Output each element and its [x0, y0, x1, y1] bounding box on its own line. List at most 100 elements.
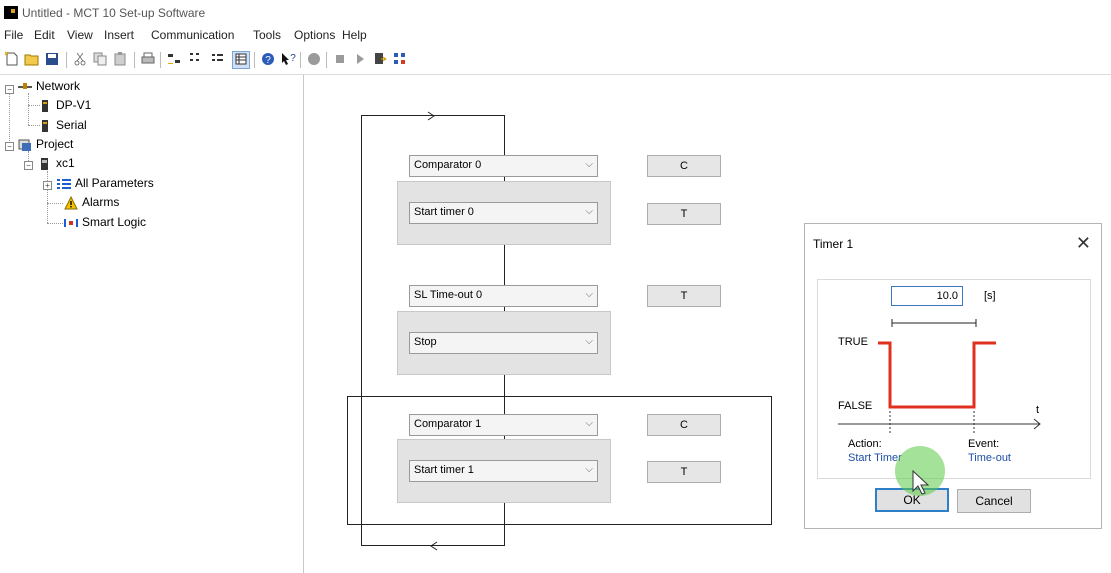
svg-text:?: ?	[290, 53, 296, 64]
action-button-2[interactable]: T	[647, 461, 721, 483]
mouse-cursor-icon	[912, 470, 930, 495]
menu-edit[interactable]: Edit	[34, 28, 55, 42]
event-value: Time-out	[968, 452, 1011, 464]
action-dropdown-0[interactable]: Start timer 0⌵	[409, 202, 598, 224]
menu-options[interactable]: Options	[294, 28, 336, 42]
action-dropdown-2[interactable]: Start timer 1⌵	[409, 460, 598, 482]
tree-item-smart-logic[interactable]: Smart Logic	[64, 213, 146, 231]
title-bar: Untitled - MCT 10 Set-up Software	[0, 0, 1111, 26]
tree-label: Network	[36, 79, 81, 93]
record-icon[interactable]	[306, 51, 322, 67]
context-help-icon[interactable]: ?	[280, 51, 296, 67]
unit-label: [s]	[984, 290, 996, 302]
cancel-button[interactable]: Cancel	[957, 489, 1031, 513]
details-view-icon[interactable]	[232, 51, 250, 69]
print-icon[interactable]	[140, 51, 156, 67]
menu-file[interactable]: File	[4, 28, 24, 42]
action-box-2: Start timer 1⌵	[397, 439, 611, 503]
tree-connector	[28, 125, 40, 126]
tree-label: Project	[36, 137, 74, 151]
toolbar-separator	[326, 52, 327, 68]
tree-label: Alarms	[82, 195, 120, 209]
tree-connector	[28, 105, 40, 106]
paste-icon[interactable]	[112, 51, 128, 67]
write-to-drive-icon[interactable]	[392, 51, 408, 67]
copy-icon[interactable]	[92, 51, 108, 67]
action-value: Stop	[414, 336, 437, 348]
read-from-drive-icon[interactable]	[372, 51, 388, 67]
action-value: Start Timer	[848, 452, 902, 464]
network-icon	[18, 80, 32, 94]
chevron-down-icon: ⌵	[585, 336, 593, 347]
open-folder-icon[interactable]	[24, 51, 40, 67]
action-button-0[interactable]: T	[647, 203, 721, 225]
new-file-icon[interactable]	[4, 51, 20, 67]
toolbar-separator	[134, 52, 135, 68]
tree-connector	[28, 93, 29, 125]
arrow-left-icon	[430, 541, 438, 551]
tree-item-all-parameters[interactable]: All Parameters	[57, 174, 154, 192]
chevron-down-icon: ⌵	[585, 159, 593, 170]
tree-connector	[47, 223, 63, 224]
parameter-list-icon	[57, 177, 71, 191]
event-dropdown-1[interactable]: SL Time-out 0⌵	[409, 285, 598, 307]
drive-icon	[38, 99, 52, 113]
action-value: Start timer 0	[414, 206, 474, 218]
help-icon[interactable]: ?	[260, 51, 276, 67]
project-icon	[18, 138, 32, 152]
event-dropdown-0[interactable]: Comparator 0⌵	[409, 155, 598, 177]
save-icon[interactable]	[44, 51, 60, 67]
action-box-1: Stop ⌵	[397, 311, 611, 375]
collapse-xc1-button[interactable]: −	[24, 161, 33, 170]
arrow-right-icon	[427, 111, 435, 121]
menu-insert[interactable]: Insert	[104, 28, 135, 42]
menu-help[interactable]: Help	[342, 28, 367, 42]
tree-item-serial[interactable]: Serial	[38, 116, 87, 134]
list-view-icon[interactable]	[210, 51, 226, 67]
menu-view[interactable]: View	[67, 28, 93, 42]
small-icons-icon[interactable]	[188, 51, 204, 67]
dialog-title: Timer 1	[813, 237, 854, 251]
timer-value-input[interactable]	[891, 286, 963, 306]
tree-item-alarms[interactable]: Alarms	[64, 193, 119, 211]
toolbar-separator	[254, 52, 255, 68]
action-box-0: Start timer 0⌵	[397, 181, 611, 245]
menu-communication[interactable]: Communication	[151, 28, 235, 42]
cut-icon[interactable]	[72, 51, 88, 67]
event-value: SL Time-out 0	[414, 289, 483, 301]
stop-icon[interactable]	[332, 51, 348, 67]
loop-line	[361, 545, 505, 546]
drive-icon	[38, 157, 52, 171]
selected-step-frame	[347, 396, 772, 525]
chevron-down-icon: ⌵	[585, 418, 593, 429]
toolbar: ? ?	[0, 46, 1111, 75]
tree-connector	[47, 171, 48, 223]
toolbar-separator	[66, 52, 67, 68]
tree-item-project[interactable]: Project	[18, 135, 73, 153]
event-button-1[interactable]: T	[647, 285, 721, 307]
play-icon[interactable]	[352, 51, 368, 67]
svg-text:?: ?	[265, 55, 271, 66]
event-button-2[interactable]: C	[647, 414, 721, 436]
tree-item-network[interactable]: Network	[18, 77, 80, 95]
collapse-network-button[interactable]: −	[5, 85, 14, 94]
event-dropdown-2[interactable]: Comparator 1 ⌵	[409, 414, 598, 436]
chevron-down-icon: ⌵	[585, 464, 593, 475]
event-value: Comparator 1	[414, 418, 482, 430]
menu-tools[interactable]: Tools	[253, 28, 282, 42]
expand-all-parameters-button[interactable]: +	[43, 181, 52, 190]
project-tree: − Network DP-V1 Serial − Project − xc1 +…	[0, 75, 304, 573]
tree-item-xc1[interactable]: xc1	[38, 154, 75, 172]
large-icons-icon[interactable]	[166, 51, 182, 67]
tree-item-dp-v1[interactable]: DP-V1	[38, 96, 91, 114]
window-title: Untitled - MCT 10 Set-up Software	[22, 6, 206, 20]
timer-signal-graph	[838, 319, 1041, 435]
timer-diagram-frame: [s] TRUE FALSE t Action: Start Timer Eve…	[817, 279, 1091, 479]
toolbar-separator	[160, 52, 161, 68]
tree-label: All Parameters	[75, 176, 154, 190]
close-icon[interactable]: ✕	[1075, 233, 1091, 253]
tree-connector	[28, 151, 29, 163]
action-dropdown-1[interactable]: Stop ⌵	[409, 332, 598, 354]
event-button-0[interactable]: C	[647, 155, 721, 177]
collapse-project-button[interactable]: −	[5, 142, 14, 151]
